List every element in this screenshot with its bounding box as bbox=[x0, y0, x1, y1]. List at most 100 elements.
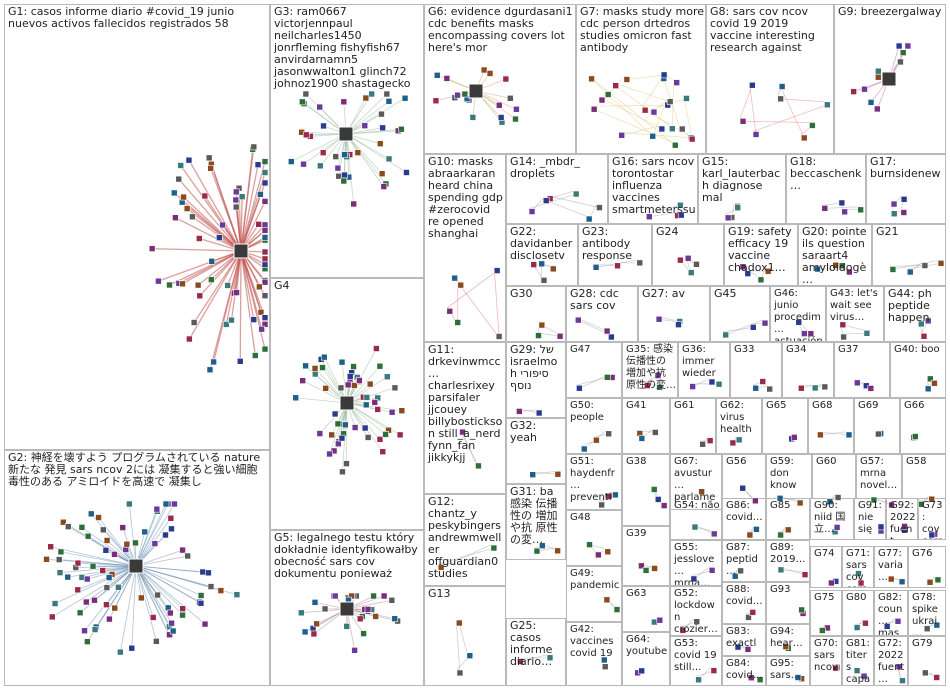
graph-node bbox=[261, 261, 269, 268]
graph-node bbox=[48, 613, 56, 621]
graph-node bbox=[678, 125, 686, 133]
cluster-g60: G60 bbox=[812, 454, 856, 510]
graph-node bbox=[906, 268, 914, 276]
graph-node bbox=[300, 160, 307, 168]
graph-edge bbox=[824, 206, 858, 209]
cluster-label: G54: não bbox=[674, 500, 720, 511]
graph-node bbox=[388, 408, 396, 416]
graph-node bbox=[370, 592, 377, 600]
graph-node bbox=[752, 384, 760, 392]
graph-node bbox=[376, 362, 384, 370]
graph-node bbox=[311, 365, 319, 372]
graph-node bbox=[549, 265, 557, 273]
cluster-edges bbox=[535, 321, 564, 340]
graph-node bbox=[232, 196, 240, 204]
cluster-label: G48 bbox=[570, 512, 591, 523]
graph-edge bbox=[748, 82, 757, 135]
cluster-label: G42: vaccines covid 19 bbox=[570, 624, 617, 659]
graph-node bbox=[332, 153, 340, 160]
graph-node bbox=[207, 583, 215, 590]
graph-node bbox=[807, 330, 815, 338]
graph-node bbox=[205, 154, 213, 162]
graph-edge bbox=[576, 376, 608, 386]
graph-node bbox=[490, 544, 498, 552]
graph-node bbox=[890, 210, 898, 218]
graph-node bbox=[287, 158, 295, 165]
hub-node bbox=[128, 558, 144, 574]
graph-node bbox=[912, 433, 919, 440]
cluster-label: G76 bbox=[912, 548, 933, 559]
graph-node bbox=[166, 609, 174, 617]
graph-node bbox=[533, 547, 541, 555]
graph-node bbox=[839, 321, 847, 329]
graph-node bbox=[924, 317, 932, 325]
graph-node bbox=[126, 500, 133, 508]
cluster-edges bbox=[287, 90, 410, 208]
graph-node bbox=[183, 205, 191, 212]
graph-node bbox=[89, 562, 97, 570]
cluster-label: G36: immer wieder bbox=[682, 344, 718, 379]
hub-node bbox=[338, 126, 354, 142]
cluster-edges bbox=[853, 619, 869, 631]
graph-edge bbox=[820, 431, 847, 436]
graph-node bbox=[216, 234, 223, 241]
cluster-g24: G24 bbox=[652, 224, 724, 286]
cluster-label: G28: cdc sars cov bbox=[570, 287, 623, 312]
graph-node bbox=[542, 197, 550, 204]
graph-node bbox=[828, 579, 835, 587]
graph-edge bbox=[135, 565, 209, 574]
graph-node bbox=[185, 156, 193, 164]
graph-node bbox=[921, 262, 929, 269]
graph-node bbox=[650, 486, 658, 493]
cluster-label: G60 bbox=[816, 456, 837, 467]
graph-node bbox=[867, 385, 875, 392]
cluster-edges bbox=[918, 495, 936, 508]
graph-node bbox=[693, 618, 701, 626]
graph-node bbox=[502, 75, 510, 83]
cluster-edges bbox=[739, 484, 759, 505]
graph-node bbox=[749, 609, 757, 616]
cluster-g63: G63 bbox=[622, 586, 670, 632]
graph-node bbox=[677, 256, 684, 264]
cluster-edges bbox=[831, 524, 841, 536]
cluster-g43: G43: let's wait see virus… bbox=[826, 286, 884, 342]
cluster-label: G95: sars… bbox=[770, 658, 801, 681]
graph-node bbox=[846, 268, 853, 276]
graph-edge bbox=[135, 565, 206, 625]
graph-node bbox=[91, 626, 99, 633]
graph-node bbox=[103, 601, 110, 608]
graph-edge bbox=[135, 565, 154, 618]
graph-node bbox=[396, 431, 404, 439]
graph-node bbox=[495, 333, 503, 340]
graph-edge bbox=[612, 82, 671, 102]
cluster-label: G12: chantz_y peskybingers andrewmweller… bbox=[428, 495, 505, 580]
graph-node bbox=[695, 676, 702, 684]
graph-node bbox=[495, 101, 503, 109]
cluster-label: G85 bbox=[770, 500, 791, 511]
cluster-g77: G77: varia… bbox=[874, 546, 908, 588]
graph-edge bbox=[135, 565, 174, 632]
graph-node bbox=[208, 276, 215, 283]
graph-edge bbox=[626, 75, 661, 80]
cluster-label: G80 bbox=[846, 592, 867, 603]
cluster-g50: G50: people bbox=[566, 398, 622, 454]
graph-node bbox=[378, 170, 386, 178]
graph-edge bbox=[780, 569, 803, 573]
graph-node bbox=[517, 658, 524, 665]
graph-node bbox=[153, 638, 160, 645]
cluster-label: G79 bbox=[912, 638, 933, 649]
cluster-edges bbox=[677, 254, 700, 276]
cluster-edges bbox=[533, 542, 561, 555]
graph-node bbox=[261, 292, 269, 300]
graph-node bbox=[301, 628, 309, 636]
graph-node bbox=[585, 215, 593, 223]
graph-node bbox=[666, 98, 674, 105]
graph-node bbox=[739, 263, 747, 271]
graph-node bbox=[853, 379, 861, 387]
graph-node bbox=[366, 380, 374, 388]
graph-node bbox=[149, 614, 157, 621]
graph-node bbox=[261, 321, 269, 328]
cluster-label: G70: sars ncov bbox=[814, 638, 842, 673]
graph-node bbox=[261, 314, 269, 321]
cluster-edges bbox=[788, 434, 798, 443]
